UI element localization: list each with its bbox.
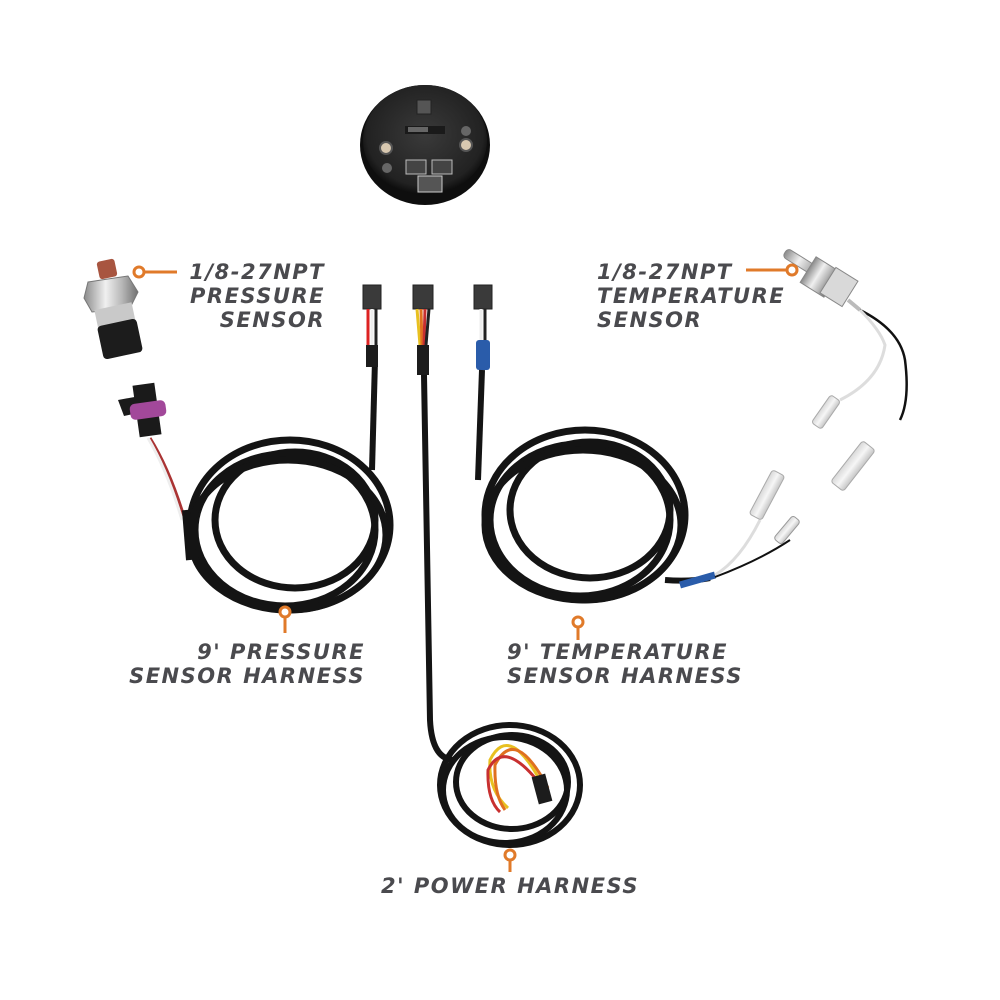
pressure-harness-coil — [182, 359, 394, 614]
temperature-harness-plug — [473, 284, 493, 370]
temperature-sensor-label-line2: TEMPERATURE — [597, 284, 786, 308]
temperature-sensor-label: 1/8-27NPT TEMPERATURE SENSOR — [597, 260, 785, 332]
pressure-sensor-label-line1: 1/8-27NPT — [189, 260, 325, 284]
pressure-harness-connector — [118, 382, 187, 521]
gauge-rear — [360, 85, 490, 205]
temperature-sensor — [783, 249, 908, 491]
power-harness-plug — [412, 284, 434, 375]
power-harness-leads — [486, 743, 553, 814]
pressure-harness-label-line2: SENSOR HARNESS — [129, 664, 365, 688]
temperature-harness-label-line2: SENSOR HARNESS — [507, 664, 743, 688]
temperature-harness-label: 9' TEMPERATURE SENSOR HARNESS — [507, 640, 743, 688]
pressure-harness-label: 9' PRESSURE SENSOR HARNESS — [120, 640, 365, 688]
power-harness-label: 2' POWER HARNESS — [370, 874, 650, 898]
temperature-harness-label-line1: 9' TEMPERATURE — [507, 640, 728, 664]
pressure-harness-plug — [362, 284, 382, 367]
temperature-sensor-label-line1: 1/8-27NPT — [597, 260, 733, 284]
pressure-harness-label-line1: 9' PRESSURE — [197, 640, 365, 664]
power-harness-cable — [421, 374, 583, 848]
temperature-harness-leads — [679, 470, 800, 589]
pressure-sensor-label-line2: PRESSURE — [190, 284, 325, 308]
pressure-sensor — [83, 258, 143, 360]
pressure-sensor-label: 1/8-27NPT PRESSURE SENSOR — [170, 260, 325, 332]
temperature-sensor-label-line3: SENSOR — [597, 308, 703, 332]
callouts — [132, 263, 799, 872]
pressure-sensor-label-line3: SENSOR — [219, 308, 325, 332]
temperature-harness-coil — [475, 369, 711, 604]
power-harness-label-line1: 2' POWER HARNESS — [380, 874, 639, 898]
